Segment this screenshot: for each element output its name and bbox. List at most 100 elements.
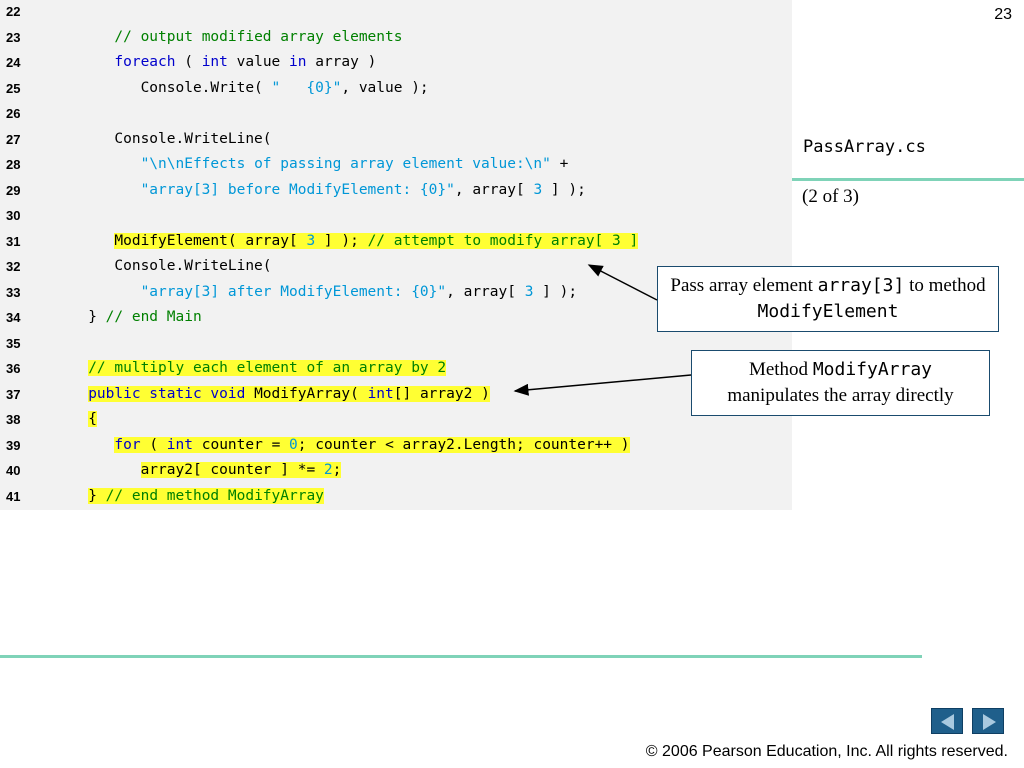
- code-text: array2[ counter ] *= 2;: [62, 458, 342, 483]
- line-number: 41: [6, 488, 21, 504]
- divider-bottom: [0, 655, 922, 658]
- code-token: // multiply each element of an array by …: [88, 360, 447, 376]
- code-token: ModifyArray(: [245, 385, 368, 402]
- code-token: {: [88, 411, 97, 427]
- line-number: 34: [6, 310, 21, 325]
- code-text: "array[3] before ModifyElement: {0}", ar…: [62, 178, 586, 203]
- line-number: 35: [6, 335, 21, 351]
- code-token: [62, 437, 114, 453]
- code-token: public static void: [88, 385, 246, 402]
- line-number: 25: [6, 80, 21, 96]
- code-token: Console.WriteLine(: [62, 130, 272, 147]
- line-number: 22: [6, 4, 21, 19]
- callout-modify-array: Method ModifyArray manipulates the array…: [691, 350, 990, 416]
- code-text: "array[3] after ModifyElement: {0}", arr…: [62, 280, 578, 305]
- callout-text: Method: [748, 359, 813, 380]
- code-token: ] );: [533, 283, 578, 300]
- line-number: 37: [6, 386, 21, 402]
- code-token: array2[ counter ] *=: [140, 462, 324, 478]
- code-token: [62, 182, 141, 198]
- divider-top: [792, 178, 1024, 181]
- line-number: 38: [6, 412, 21, 427]
- code-token: // output modified array elements: [114, 28, 403, 45]
- code-token: }: [62, 309, 106, 325]
- code-token: value: [227, 54, 290, 70]
- line-number: 31: [6, 233, 21, 249]
- code-token: Console.Write(: [62, 79, 272, 96]
- callout-text: manipulates the array directly: [727, 385, 954, 406]
- code-text: } // end Main: [62, 305, 202, 330]
- code-token: Console.WriteLine(: [62, 258, 272, 274]
- line-number: 36: [6, 361, 21, 376]
- code-text: foreach ( int value in array ): [62, 50, 376, 75]
- code-text: {: [62, 407, 97, 432]
- code-token: for: [114, 436, 141, 453]
- code-token: [62, 29, 114, 45]
- code-token: int: [166, 436, 193, 453]
- code-token: , array[: [446, 283, 525, 300]
- callout-code: array[3]: [817, 275, 905, 296]
- code-token: [62, 360, 88, 376]
- code-token: [] array2 ): [393, 385, 490, 402]
- page-progress: (2 of 3): [802, 186, 859, 207]
- line-number: 32: [6, 259, 21, 274]
- code-token: , array[: [454, 181, 534, 198]
- code-token: [62, 284, 141, 300]
- code-text: Console.WriteLine(: [62, 254, 272, 279]
- callout-text: Pass array element: [670, 275, 818, 296]
- copyright-notice: © 2006 Pearson Education, Inc. All right…: [645, 743, 1008, 760]
- code-token: // end Main: [105, 309, 202, 325]
- callout-modify-element: Pass array element array[3] to method Mo…: [657, 266, 999, 332]
- code-token: counter =: [193, 436, 290, 453]
- file-name: PassArray.cs: [803, 137, 926, 157]
- code-token: 0: [289, 436, 298, 453]
- code-token: 3: [533, 181, 543, 198]
- code-token: [62, 54, 114, 70]
- code-token: foreach: [114, 54, 176, 70]
- line-number: 24: [6, 55, 21, 70]
- next-slide-button[interactable]: [972, 708, 1004, 734]
- triangle-left-icon: [941, 714, 954, 730]
- code-token: (: [140, 436, 167, 453]
- code-text: ModifyElement( array[ 3 ] ); // attempt …: [62, 229, 639, 254]
- prev-slide-button[interactable]: [931, 708, 963, 734]
- code-token: ] );: [315, 232, 368, 249]
- code-text: "\n\nEffects of passing array element va…: [62, 152, 569, 177]
- line-number: 40: [6, 463, 21, 478]
- code-token: +: [550, 156, 569, 172]
- line-number: 33: [6, 284, 21, 300]
- code-token: [62, 462, 141, 478]
- code-token: 3: [306, 232, 316, 249]
- callout-text: to method: [904, 275, 986, 296]
- code-token: int: [201, 54, 228, 70]
- code-text: for ( int counter = 0; counter < array2.…: [62, 433, 630, 458]
- code-token: " {0}": [271, 79, 342, 96]
- triangle-right-icon: [983, 714, 996, 730]
- code-token: // end method ModifyArray: [105, 487, 324, 504]
- code-token: [62, 156, 141, 172]
- code-token: in: [289, 54, 307, 70]
- code-text: Console.Write( " {0}", value );: [62, 76, 429, 101]
- code-token: ] );: [542, 181, 586, 198]
- code-text: // multiply each element of an array by …: [62, 356, 447, 381]
- code-token: "array[3] after ModifyElement: {0}": [140, 283, 447, 300]
- code-token: "array[3] before ModifyElement: {0}": [140, 181, 455, 198]
- line-number: 39: [6, 437, 21, 453]
- code-token: [62, 233, 114, 249]
- line-number: 28: [6, 157, 21, 172]
- code-token: [62, 488, 88, 504]
- code-token: ;: [332, 462, 342, 478]
- code-text: Console.WriteLine(: [62, 127, 272, 152]
- code-token: 2: [323, 462, 333, 478]
- code-token: [62, 386, 88, 402]
- code-token: // attempt to modify array[ 3 ]: [367, 232, 639, 249]
- line-number: 29: [6, 182, 21, 198]
- code-token: ModifyElement( array[: [114, 232, 307, 249]
- callout-code: ModifyElement: [757, 301, 899, 322]
- code-token: (: [175, 54, 202, 70]
- callout-code: ModifyArray: [812, 359, 933, 380]
- line-number: 23: [6, 29, 21, 45]
- code-token: }: [88, 487, 106, 504]
- page-number: 23: [994, 6, 1012, 23]
